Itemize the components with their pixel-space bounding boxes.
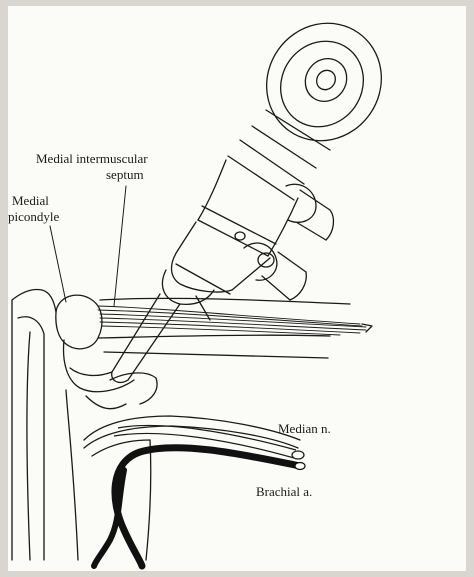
artery-icon (94, 448, 305, 566)
median-nerve-label: Median n. (278, 421, 331, 437)
intermuscular-septum (98, 306, 372, 335)
forearm-outline (66, 373, 300, 560)
epicondyle-label-line1: Medial (12, 193, 49, 209)
septum-label-line1: Medial intermuscular (36, 151, 148, 167)
humerus-bone-icon (98, 298, 350, 358)
medial-epicondyle (56, 295, 134, 392)
leader-lines (50, 186, 126, 306)
arm-outline (12, 289, 56, 560)
septum-label-line2: septum (106, 167, 144, 183)
epicondyle-label-line2: picondyle (8, 209, 59, 225)
arthroscope-icon (112, 1, 405, 383)
brachial-artery-label: Brachial a. (256, 484, 312, 500)
